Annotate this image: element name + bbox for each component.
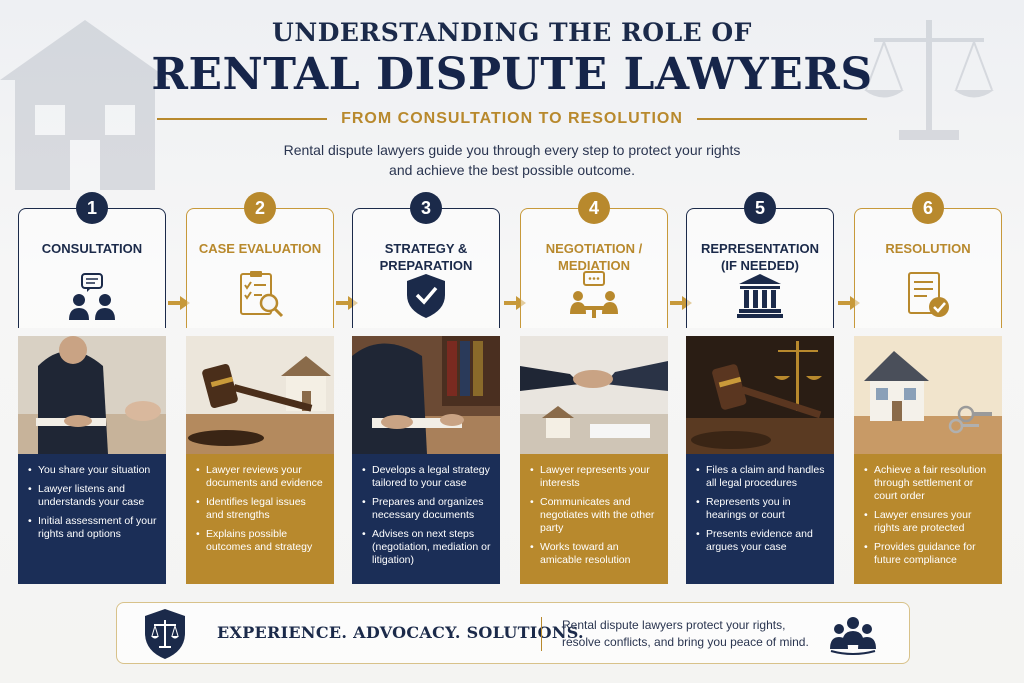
arrow-right-icon — [168, 296, 190, 310]
step-1: 1 CONSULTATION You share your si — [18, 192, 166, 584]
step-2: 2 CASE EVALUATION — [186, 192, 334, 584]
step-title-line-2: MEDIATION — [558, 258, 630, 273]
step-bullet: Lawyer reviews your documents and eviden… — [196, 464, 326, 490]
step-title-line-1: NEGOTIATION / — [545, 241, 643, 256]
gavel-and-scales-photo — [686, 336, 834, 454]
step-bullet: Initial assessment of your rights and op… — [28, 515, 158, 541]
subtitle-divider-left — [157, 118, 328, 120]
subtitle-divider-right — [696, 118, 867, 120]
step-3: 3 STRATEGY & PREPARATION Develops a lega… — [352, 192, 500, 584]
intro-line-2: and achieve the best possible outcome. — [389, 162, 635, 178]
background-house-icon — [0, 20, 170, 190]
scales-shield-icon — [145, 609, 185, 659]
lawyer-writing-documents-photo — [352, 336, 500, 454]
step-bullet: Advises on next steps (negotiation, medi… — [362, 528, 492, 567]
step-bullet: Presents evidence and argues your case — [696, 528, 826, 554]
step-number: 2 — [244, 192, 276, 224]
consultation-people-chat-icon — [69, 273, 115, 320]
step-title-line-1: CASE EVALUATION — [198, 241, 322, 256]
step-bullet: Works toward an amicable resolution — [530, 541, 660, 567]
step-title-line-1: STRATEGY & — [384, 241, 468, 256]
subtitle-row: FROM CONSULTATION TO RESOLUTION — [0, 110, 1024, 128]
title-top: UNDERSTANDING THE ROLE OF — [272, 18, 752, 47]
step-title-line-1: RESOLUTION — [885, 241, 971, 256]
intro-line-1: Rental dispute lawyers guide you through… — [283, 142, 741, 158]
checklist-magnifier-icon — [240, 271, 284, 318]
step-4: 4 NEGOTIATION / MEDIATION — [520, 192, 668, 584]
step-bullet: Communicates and negotiates with the oth… — [530, 496, 660, 535]
house-and-keys-photo — [854, 336, 1002, 454]
step-bullet: Files a claim and handles all legal proc… — [696, 464, 826, 490]
footer-banner: EXPERIENCE. ADVOCACY. SOLUTIONS. Rental … — [116, 602, 910, 664]
step-6: 6 RESOLUTION Achie — [854, 192, 1002, 584]
step-card: Files a claim and handles all legal proc… — [686, 454, 834, 584]
step-5: 5 REPRESENTATION (IF NEEDED) — [686, 192, 834, 584]
step-title: CASE EVALUATION — [186, 240, 334, 257]
step-number: 1 — [76, 192, 108, 224]
step-title-line-1: REPRESENTATION — [701, 241, 819, 256]
step-title-line-2: PREPARATION — [379, 258, 473, 273]
step-bullet: Lawyer listens and understands your case — [28, 483, 158, 509]
steps-row: 1 CONSULTATION You share your si — [18, 192, 1008, 584]
page-title: RENTAL DISPUTE LAWYERS — [151, 49, 873, 100]
step-number: 3 — [410, 192, 442, 224]
step-title: CONSULTATION — [18, 240, 166, 257]
step-title-line-1: CONSULTATION — [41, 241, 143, 256]
lawyer-taking-notes-photo — [18, 336, 166, 454]
step-title: REPRESENTATION (IF NEEDED) — [686, 240, 834, 274]
footer-text-line-1: Rental dispute lawyers protect your righ… — [562, 618, 786, 632]
step-number: 6 — [912, 192, 944, 224]
step-bullet: Lawyer ensures your rights are protected — [864, 509, 994, 535]
step-bullet: Provides guidance for future compliance — [864, 541, 994, 567]
step-bullet: Prepares and organizes necessary documen… — [362, 496, 492, 522]
step-bullet: Lawyer represents your interests — [530, 464, 660, 490]
shield-check-icon — [407, 274, 445, 318]
step-bullet: Represents you in hearings or court — [696, 496, 826, 522]
footer-tagline: EXPERIENCE. ADVOCACY. SOLUTIONS. — [217, 623, 584, 642]
step-card: You share your situation Lawyer listens … — [18, 454, 166, 584]
step-card: Lawyer reviews your documents and eviden… — [186, 454, 334, 584]
intro-text: Rental dispute lawyers guide you through… — [0, 140, 1024, 180]
header: UNDERSTANDING THE ROLE OF RENTAL DISPUTE… — [0, 18, 1024, 180]
footer-divider — [541, 617, 542, 651]
step-bullet: You share your situation — [28, 464, 158, 477]
step-bullet: Identifies legal issues and strengths — [196, 496, 326, 522]
step-bullet: Develops a legal strategy tailored to yo… — [362, 464, 492, 490]
footer-text: Rental dispute lawyers protect your righ… — [562, 617, 822, 651]
step-title: STRATEGY & PREPARATION — [352, 240, 500, 274]
step-card: Lawyer represents your interests Communi… — [520, 454, 668, 584]
step-frame — [186, 208, 334, 328]
courthouse-icon — [737, 274, 783, 318]
step-title-line-2: (IF NEEDED) — [721, 258, 799, 273]
handshake-photo — [520, 336, 668, 454]
step-bullet: Explains possible outcomes and strategy — [196, 528, 326, 554]
background-scales-icon — [864, 20, 994, 140]
document-check-icon — [908, 272, 949, 317]
step-card: Develops a legal strategy tailored to yo… — [352, 454, 500, 584]
step-number: 5 — [744, 192, 776, 224]
people-group-icon — [830, 617, 876, 655]
gavel-and-house-photo — [186, 336, 334, 454]
footer-text-line-2: resolve conflicts, and bring you peace o… — [562, 635, 809, 649]
step-card: Achieve a fair resolution through settle… — [854, 454, 1002, 584]
step-title: NEGOTIATION / MEDIATION — [520, 240, 668, 274]
step-frame — [686, 208, 834, 328]
meeting-table-icon — [570, 271, 618, 318]
step-bullet: Achieve a fair resolution through settle… — [864, 464, 994, 503]
subtitle: FROM CONSULTATION TO RESOLUTION — [341, 110, 683, 127]
step-title: RESOLUTION — [854, 240, 1002, 257]
step-number: 4 — [578, 192, 610, 224]
